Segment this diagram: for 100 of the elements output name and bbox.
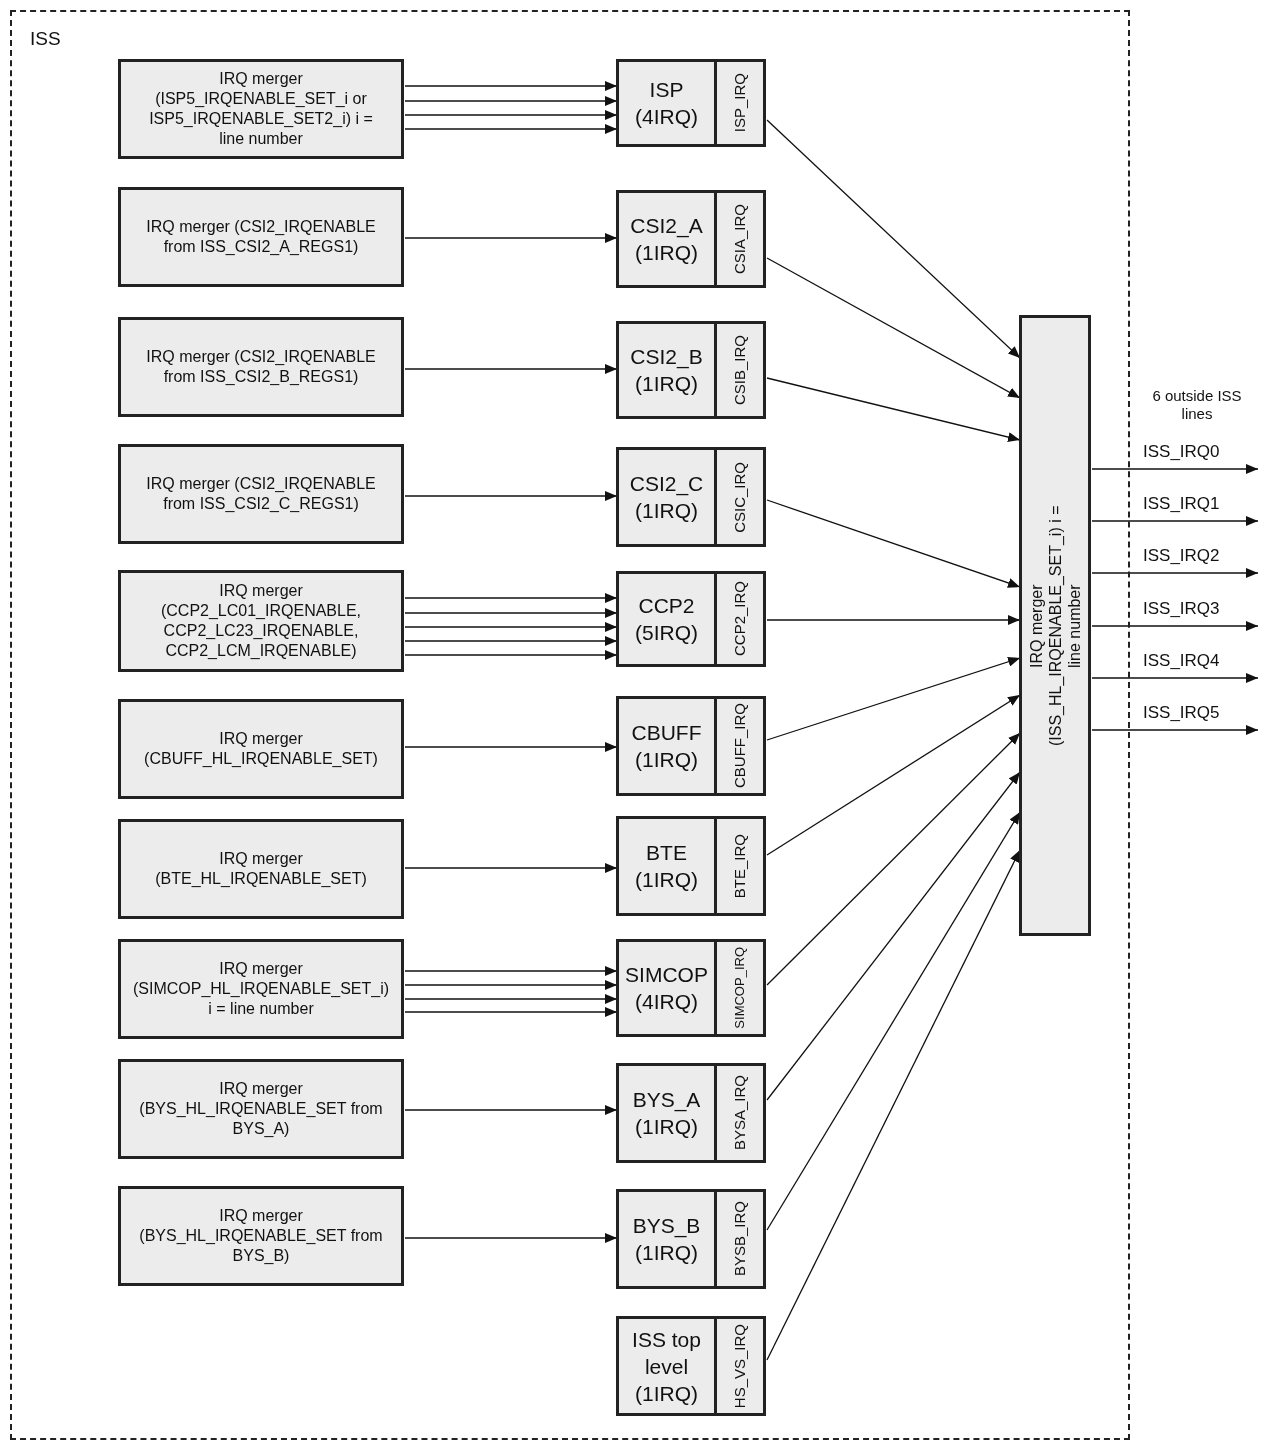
merger-box <box>118 819 404 919</box>
edge-label: ISS_IRQ3 <box>1141 599 1222 619</box>
edge-label: ISS_IRQ4 <box>1141 651 1222 671</box>
module-box <box>616 939 766 1037</box>
arrow <box>404 966 618 976</box>
module-box <box>616 1316 766 1416</box>
signal-name: CSIB_IRQ <box>731 335 749 405</box>
edge-label: ISS_IRQ5 <box>1141 703 1222 723</box>
arrow <box>404 622 618 632</box>
arrow <box>766 811 1021 1231</box>
module-box <box>616 190 766 288</box>
arrow <box>404 593 618 603</box>
module-label: CSI2_C (1IRQ) <box>628 471 705 524</box>
merger-label: IRQ merger (ISP5_IRQENABLE_SET_i or ISP5_IRQENABLE_SET2_i) i = line number <box>148 69 374 149</box>
arrow <box>404 1233 618 1243</box>
arrow <box>404 863 618 873</box>
arrow <box>404 364 618 374</box>
signal-name: CBUFF_IRQ <box>731 703 749 789</box>
module-label: BYS_B (1IRQ) <box>631 1213 702 1266</box>
arrow <box>766 119 1021 359</box>
boundary-title: ISS <box>30 28 61 50</box>
arrow <box>404 742 618 752</box>
arrow <box>404 650 618 660</box>
merger-label: IRQ merger (CSI2_IRQENABLE from ISS_CSI2_A_REGS1) <box>145 217 377 257</box>
module-label: BYS_A (1IRQ) <box>631 1087 702 1140</box>
arrow <box>1091 568 1259 578</box>
arrow <box>1091 725 1259 735</box>
merger-label: IRQ merger (BTE_HL_IRQENABLE_SET) <box>154 849 368 889</box>
module-label: SIMCOP (4IRQ) <box>624 962 709 1015</box>
boundary-frame <box>10 10 1130 1440</box>
arrow <box>404 491 618 501</box>
arrow <box>766 377 1021 442</box>
module-label: CSI2_B (1IRQ) <box>629 344 704 397</box>
arrow <box>1091 621 1259 631</box>
arrow <box>766 771 1021 1101</box>
module-box <box>616 1063 766 1163</box>
merger-box <box>118 1186 404 1286</box>
arrow <box>404 81 618 91</box>
edge-label: ISS_IRQ1 <box>1141 494 1222 514</box>
arrow <box>404 96 618 106</box>
arrow <box>404 1007 618 1017</box>
module-box <box>616 1189 766 1289</box>
edge-label: ISS_IRQ0 <box>1141 442 1222 462</box>
merger-label: IRQ merger (CBUFF_HL_IRQENABLE_SET) <box>143 729 379 769</box>
signal-name: ISP_IRQ <box>731 73 749 133</box>
arrow <box>404 110 618 120</box>
merger-label: IRQ merger (BYS_HL_IRQENABLE_SET from BYS_A) <box>138 1079 384 1139</box>
arrow <box>766 732 1021 986</box>
module-label: ISS top level (1IRQ) <box>631 1326 702 1407</box>
note-text: 6 outside ISS lines <box>1152 387 1242 423</box>
module-label: CCP2 (5IRQ) <box>634 593 699 646</box>
merger-label: IRQ merger (BYS_HL_IRQENABLE_SET from BYS_B) <box>138 1206 384 1266</box>
module-box <box>616 447 766 547</box>
merger-box <box>118 444 404 544</box>
arrow <box>766 257 1021 399</box>
edge-label: ISS_IRQ2 <box>1141 546 1222 566</box>
arrow <box>766 615 1021 625</box>
merger-box <box>1019 315 1091 936</box>
module-box <box>616 321 766 419</box>
merger-box <box>118 59 404 159</box>
arrow <box>766 694 1021 856</box>
merger-label: IRQ merger (CCP2_LC01_IRQENABLE, CCP2_LC23_IRQENABLE, CCP2_LCM_IRQENABLE) <box>159 581 363 661</box>
arrow <box>404 233 618 243</box>
arrow <box>766 849 1021 1361</box>
signal-name: CSIC_IRQ <box>731 461 749 533</box>
arrow <box>404 636 618 646</box>
merger-box <box>118 187 404 287</box>
module-label: BTE (1IRQ) <box>634 840 699 893</box>
merger-box <box>118 317 404 417</box>
signal-name: CCP2_IRQ <box>731 581 749 657</box>
signal-name: SIMCOP_IRQ <box>731 947 748 1029</box>
signal-name: BYSB_IRQ <box>731 1201 749 1277</box>
module-box <box>616 816 766 916</box>
module-box <box>616 696 766 796</box>
arrow <box>404 980 618 990</box>
merger-box <box>118 570 404 672</box>
arrow <box>1091 464 1259 474</box>
merger-box <box>118 939 404 1039</box>
merger-label: IRQ merger (CSI2_IRQENABLE from ISS_CSI2_B_REGS1) <box>145 347 377 387</box>
merger-box <box>118 699 404 799</box>
module-label: ISP (4IRQ) <box>634 77 699 130</box>
arrow <box>766 656 1021 741</box>
arrow <box>766 499 1021 588</box>
signal-name: HS_VS_IRQ <box>731 1323 749 1409</box>
arrow <box>1091 516 1259 526</box>
signal-name: BYSA_IRQ <box>731 1075 749 1151</box>
signal-name: BTE_IRQ <box>731 833 749 899</box>
module-box <box>616 571 766 667</box>
arrow <box>404 124 618 134</box>
arrow <box>404 608 618 618</box>
merger-label: IRQ merger (CSI2_IRQENABLE from ISS_CSI2_C_REGS1) <box>145 474 377 514</box>
merger-label: IRQ merger (ISS_HL_IRQENABLE_SET_i) i = line number <box>1026 504 1084 748</box>
arrow <box>1091 673 1259 683</box>
merger-box <box>118 1059 404 1159</box>
module-box <box>616 59 766 147</box>
arrow <box>404 1105 618 1115</box>
merger-label: IRQ merger (SIMCOP_HL_IRQENABLE_SET_i) i = line number <box>131 959 391 1019</box>
signal-name: CSIA_IRQ <box>731 204 749 274</box>
module-label: CSI2_A (1IRQ) <box>629 213 704 266</box>
module-label: CBUFF (1IRQ) <box>630 720 703 773</box>
